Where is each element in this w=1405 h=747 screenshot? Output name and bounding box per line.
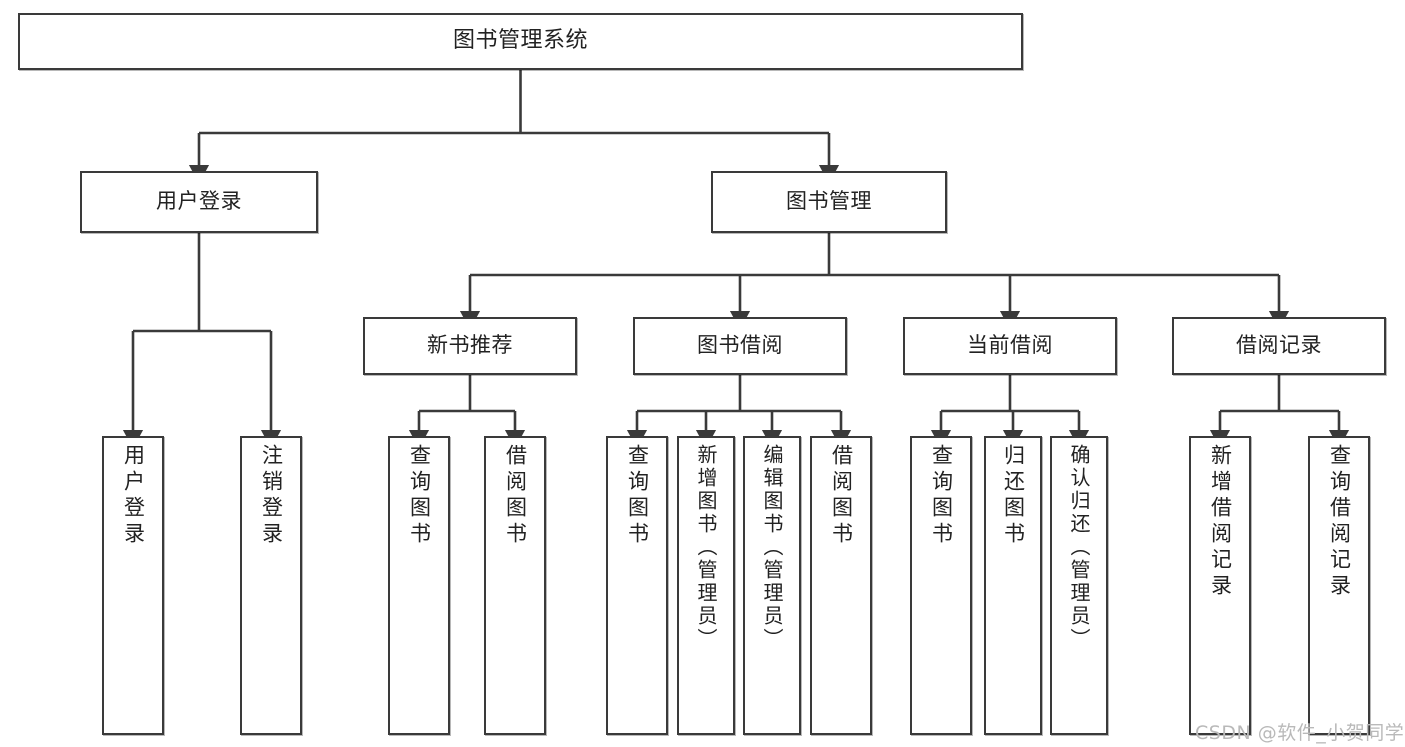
- node-loan-record[interactable]: 借阅记录: [1172, 317, 1386, 375]
- node-label: 新增借阅记录: [1208, 444, 1233, 600]
- node-leaf-confirm-return[interactable]: 确认归还（管理员）: [1050, 436, 1108, 735]
- node-label: 查询图书: [407, 444, 432, 548]
- node-label: 确认归还（管理员）: [1067, 444, 1091, 651]
- node-label: 图书管理系统: [452, 28, 588, 54]
- node-label: 注销登录: [259, 444, 284, 548]
- node-leaf-query-book-3[interactable]: 查询图书: [910, 436, 972, 735]
- node-leaf-user-logout[interactable]: 注销登录: [240, 436, 302, 735]
- node-label: 借阅图书: [829, 444, 854, 548]
- node-book-borrow[interactable]: 图书借阅: [633, 317, 847, 375]
- node-leaf-query-book-1[interactable]: 查询图书: [388, 436, 450, 735]
- node-label: 查询图书: [929, 444, 954, 548]
- node-current-loan[interactable]: 当前借阅: [903, 317, 1117, 375]
- node-label: 新书推荐: [427, 333, 513, 358]
- node-leaf-user-login[interactable]: 用户登录: [102, 436, 164, 735]
- node-label: 用户登录: [121, 444, 146, 548]
- csdn-watermark: CSDN @软件_小贺同学: [1195, 722, 1405, 744]
- node-label: 借阅图书: [503, 444, 528, 548]
- node-leaf-add-record[interactable]: 新增借阅记录: [1189, 436, 1251, 735]
- node-root[interactable]: 图书管理系统: [18, 13, 1023, 70]
- node-label: 用户登录: [156, 189, 242, 214]
- node-label: 查询图书: [625, 444, 650, 548]
- node-new-book-rec[interactable]: 新书推荐: [363, 317, 577, 375]
- node-leaf-return-book[interactable]: 归还图书: [984, 436, 1042, 735]
- node-label: 借阅记录: [1236, 333, 1322, 358]
- node-user-login[interactable]: 用户登录: [80, 171, 318, 233]
- node-label: 编辑图书（管理员）: [760, 444, 784, 651]
- node-leaf-query-record[interactable]: 查询借阅记录: [1308, 436, 1370, 735]
- node-leaf-edit-book[interactable]: 编辑图书（管理员）: [743, 436, 801, 735]
- node-leaf-add-book[interactable]: 新增图书（管理员）: [677, 436, 735, 735]
- node-leaf-borrow-book-2[interactable]: 借阅图书: [810, 436, 872, 735]
- node-label: 当前借阅: [967, 333, 1053, 358]
- node-label: 查询借阅记录: [1327, 444, 1352, 600]
- node-label: 图书借阅: [697, 333, 783, 358]
- node-leaf-query-book-2[interactable]: 查询图书: [606, 436, 668, 735]
- node-book-manage[interactable]: 图书管理: [711, 171, 947, 233]
- node-label: 图书管理: [786, 189, 872, 214]
- node-leaf-borrow-book-1[interactable]: 借阅图书: [484, 436, 546, 735]
- node-label: 新增图书（管理员）: [694, 444, 718, 651]
- node-label: 归还图书: [1001, 444, 1026, 548]
